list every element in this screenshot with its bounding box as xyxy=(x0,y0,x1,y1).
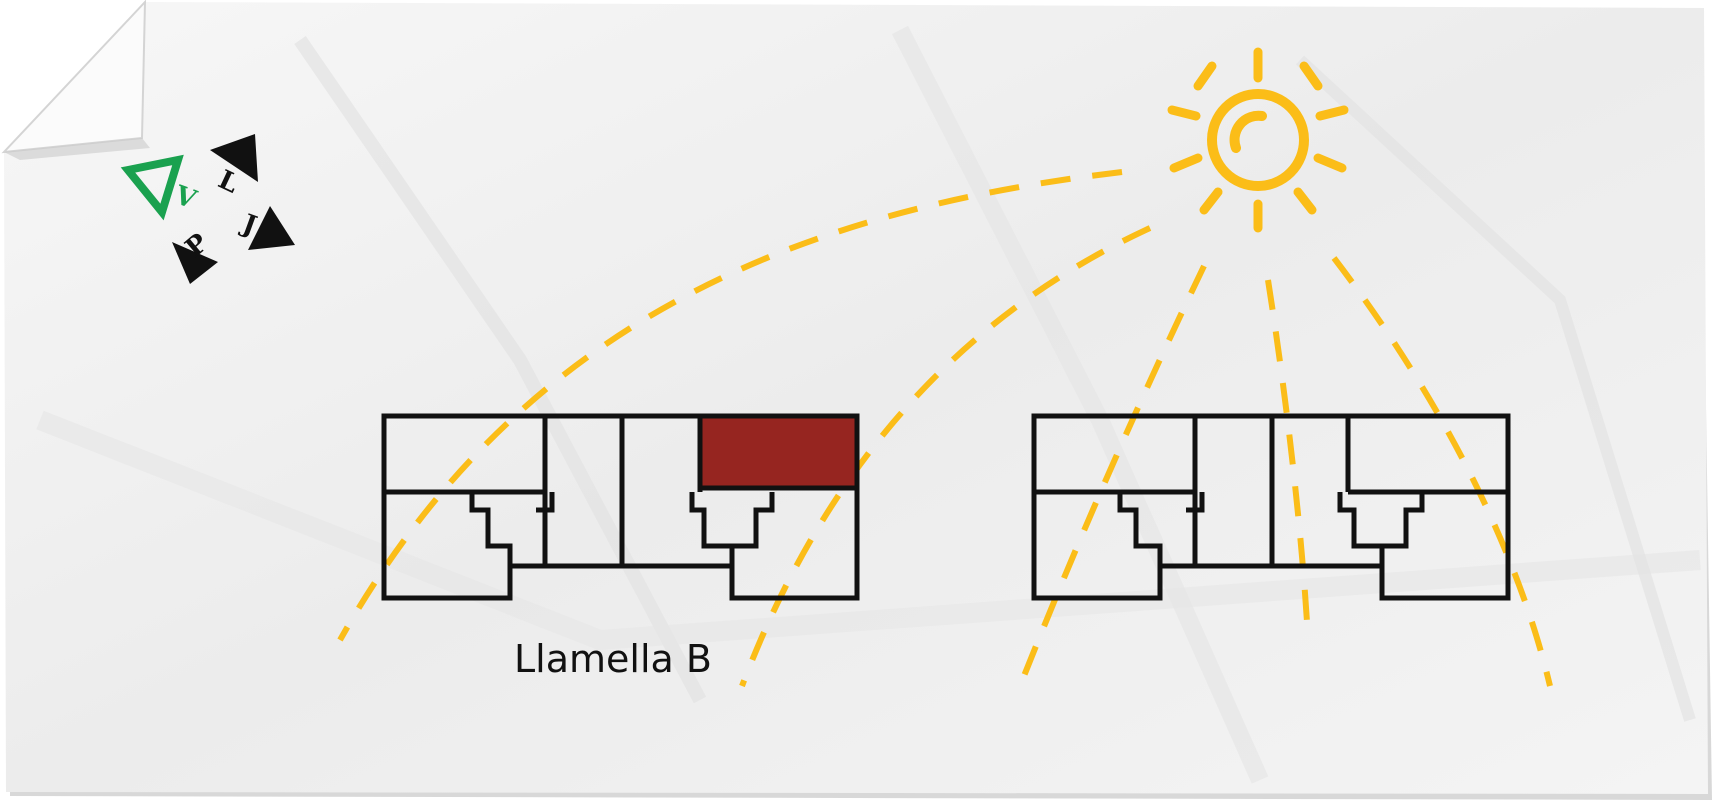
paper-crease-2 xyxy=(891,25,1269,784)
logo-triangle-top xyxy=(210,134,258,182)
logo-triangle-green xyxy=(120,154,184,221)
sun-icon xyxy=(1167,47,1349,233)
sun-disc xyxy=(1207,89,1309,191)
building-right-stair-left xyxy=(1117,492,1205,566)
paper-body xyxy=(4,2,1708,794)
building-caption: Llamella B xyxy=(514,637,712,681)
sun-glint xyxy=(1229,110,1267,153)
building-llamella-b xyxy=(381,413,860,601)
sun-ray-5 xyxy=(1331,256,1553,687)
paper-fold-shadow xyxy=(4,138,150,160)
logo-triangle-right xyxy=(248,206,295,250)
sun-ray-4 xyxy=(1265,279,1311,641)
paper-crease-4 xyxy=(1295,55,1696,722)
paper-crease-1 xyxy=(294,36,707,704)
sun-ray-3 xyxy=(1017,264,1207,688)
sun-rays xyxy=(337,169,1553,688)
building-b-stair-right xyxy=(689,492,775,566)
paper-folded-corner xyxy=(1,0,147,154)
building-right-stair-right xyxy=(1337,492,1425,566)
unit-highlighted[interactable] xyxy=(700,416,857,488)
sun-short-rays xyxy=(1167,47,1349,233)
sun-ray-2 xyxy=(739,225,1152,688)
paper-crease-3 xyxy=(36,410,1701,651)
logo-triangle-left xyxy=(172,242,218,284)
building-b-stair-left xyxy=(469,492,555,566)
building-right xyxy=(1031,413,1511,601)
sun-ray-1 xyxy=(337,169,1123,642)
